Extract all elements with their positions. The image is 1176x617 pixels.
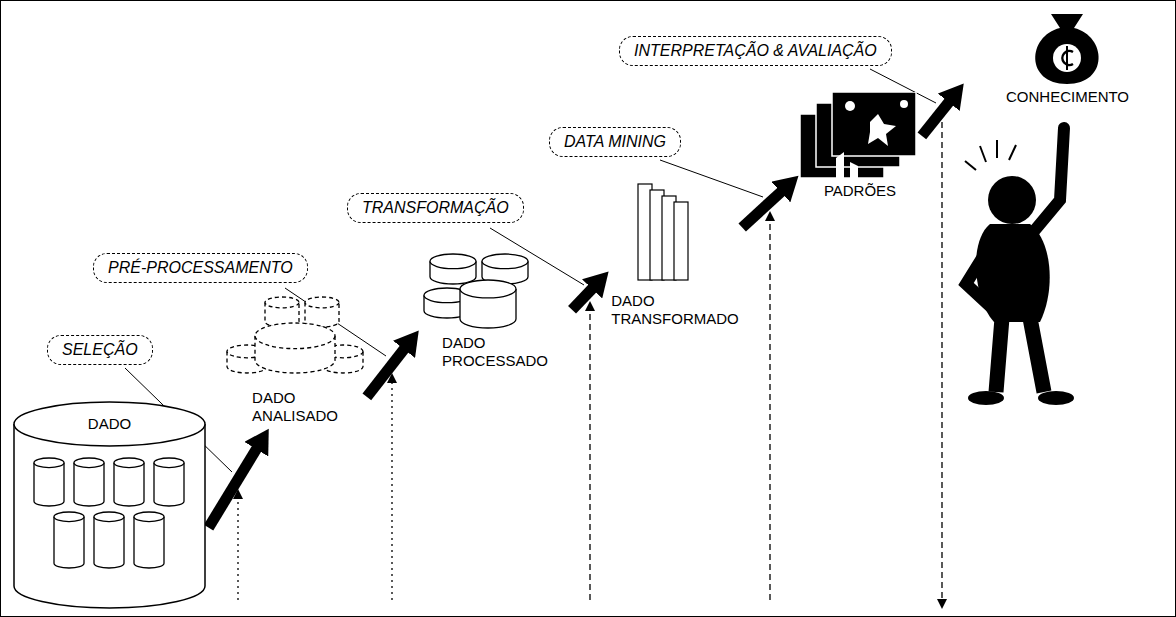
step-callout: SELEÇÃO — [47, 335, 153, 365]
idea-sparks — [965, 140, 1016, 170]
data-stage: DADO TRANSFORMADO — [610, 180, 740, 330]
data-stage: DADO ANALISADO — [225, 295, 365, 427]
process-arrow — [922, 101, 950, 136]
stage-name: DADO ANALISADO — [252, 389, 338, 425]
feedback-lines — [238, 122, 942, 604]
cyls-icon — [420, 252, 570, 332]
step-name: DATA MINING — [564, 133, 666, 150]
stage-name: PADRÕES — [824, 182, 896, 200]
step-callout: DATA MINING — [549, 127, 681, 157]
stage-name: DADO PROCESSADO — [442, 334, 548, 370]
dashed-icon — [225, 295, 365, 387]
stage-name: DADO TRANSFORMADO — [611, 292, 739, 328]
data-stage: DADO — [12, 400, 207, 610]
step-callout: TRANSFORMAÇÃO — [347, 193, 524, 223]
process-arrow — [367, 348, 405, 397]
feedback-line — [769, 216, 770, 600]
stage-label: PADRÕES — [800, 182, 920, 200]
bag-icon — [965, 8, 1170, 86]
bars-icon — [610, 180, 740, 290]
data-stage: CONHECIMENTO — [965, 8, 1170, 108]
stage-label: CONHECIMENTO — [965, 88, 1170, 106]
leader-line — [660, 160, 763, 197]
step-name: TRANSFORMAÇÃO — [362, 199, 509, 216]
step-callout: INTERPRETAÇÃO & AVALIAÇÃO — [619, 36, 892, 66]
pattern-icon — [800, 92, 920, 180]
stage-label: DADO TRANSFORMADO — [610, 292, 740, 328]
stage-label: DADO PROCESSADO — [420, 334, 570, 370]
thinking-person — [965, 128, 1074, 405]
step-name: PRÉ-PROCESSAMENTO — [108, 259, 293, 276]
stage-name: DADO — [88, 415, 131, 433]
step-name: SELEÇÃO — [62, 341, 138, 358]
data-stage: PADRÕES — [800, 92, 920, 202]
step-callout: PRÉ-PROCESSAMENTO — [93, 253, 308, 283]
stage-label: DADO — [12, 415, 207, 433]
data-stage: DADO PROCESSADO — [420, 252, 570, 372]
stage-name: CONHECIMENTO — [1006, 88, 1129, 106]
feedback-line — [589, 306, 590, 600]
process-arrow — [209, 448, 258, 528]
feedback-line — [391, 378, 392, 600]
stage-label: DADO ANALISADO — [225, 389, 365, 425]
feedback-line — [941, 122, 942, 604]
step-name: INTERPRETAÇÃO & AVALIAÇÃO — [634, 42, 877, 59]
process-arrow — [572, 287, 593, 309]
process-arrow — [742, 191, 782, 228]
feedback-line — [237, 494, 238, 600]
